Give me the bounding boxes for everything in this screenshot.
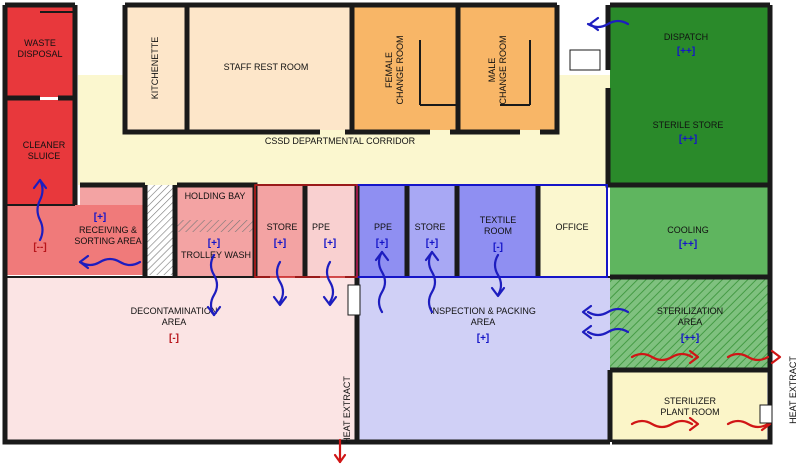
airflow-arrow-ppe-right bbox=[377, 250, 387, 314]
door-markers bbox=[347, 49, 773, 424]
label-store-left: STORE bbox=[267, 222, 298, 232]
airflow-arrow-ppe-left-head bbox=[322, 295, 338, 307]
heat-arrow-2 bbox=[726, 352, 770, 362]
airflow-arrowhead-store-left bbox=[272, 295, 288, 307]
label-heat-extract-left: HEAT EXTRACT bbox=[342, 376, 352, 444]
label-ppe-left: PPE bbox=[312, 222, 330, 232]
label-heat-extract-right: HEAT EXTRACT bbox=[788, 356, 798, 424]
airflow-arrowhead-dispatch bbox=[588, 16, 600, 32]
airflow-arrow-cleaner bbox=[36, 178, 44, 242]
hatch-block bbox=[145, 185, 175, 275]
airflow-arrowhead-steril-1 bbox=[581, 304, 593, 320]
label-holding-bay: HOLDING BAY bbox=[185, 191, 246, 201]
label-store-right: STORE bbox=[415, 222, 446, 232]
holding-hatch bbox=[177, 220, 255, 232]
pressure-cooling: [++] bbox=[679, 239, 697, 250]
heat-arrow-3 bbox=[630, 419, 694, 429]
ppe-right-zone bbox=[357, 185, 407, 277]
label-corridor: CSSD DEPARTMENTAL CORRIDOR bbox=[265, 136, 416, 146]
pressure-ppe-right: [+] bbox=[376, 238, 389, 249]
dispatch-sterile-zone bbox=[610, 5, 770, 185]
airflow-arrow-store-left bbox=[275, 260, 285, 304]
red-zone-outline bbox=[254, 184, 358, 278]
airflow-arrow-ppe-left bbox=[325, 260, 335, 304]
airflow-arrow-trolley bbox=[209, 253, 219, 317]
heat-arrowhead-2 bbox=[770, 349, 782, 365]
cooling-zone bbox=[610, 185, 770, 277]
textile-zone bbox=[458, 185, 538, 277]
heat-arrowhead-3 bbox=[688, 416, 700, 432]
label-receiving-sorting: RECEIVING &SORTING AREA bbox=[74, 225, 141, 246]
office-zone bbox=[538, 185, 608, 277]
cleaner-sluice-zone bbox=[5, 100, 75, 205]
pressure-ppe-left: [+] bbox=[324, 238, 337, 249]
airflow-arrowhead-trolley bbox=[206, 305, 222, 317]
pressure-store-left: [+] bbox=[274, 238, 287, 249]
airflow-arrowhead-receiving bbox=[78, 254, 90, 270]
airflow-arrows bbox=[32, 16, 782, 464]
label-ppe-right: PPE bbox=[374, 222, 392, 232]
waste-disposal-zone bbox=[5, 5, 75, 97]
label-kitchenette: KITCHENETTE bbox=[150, 37, 160, 100]
label-trolley-wash: TROLLEY WASH bbox=[181, 250, 251, 260]
airflow-arrowhead-textile bbox=[490, 286, 506, 298]
inspection-zone bbox=[357, 277, 610, 442]
label-dispatch: DISPATCH bbox=[664, 32, 708, 42]
pressure-sterile-store: [++] bbox=[679, 134, 697, 145]
label-staff-rest-room: STAFF REST ROOM bbox=[224, 62, 309, 72]
airflow-arrowhead-cleaner bbox=[32, 178, 48, 190]
pressure-inspection-packing: [+] bbox=[477, 333, 490, 344]
receiving-upper-zone bbox=[80, 185, 145, 205]
airflow-arrowhead-steril-2 bbox=[581, 324, 593, 340]
airflow-arrowhead-ppe-right bbox=[374, 250, 390, 262]
walls bbox=[2, 2, 773, 445]
pressure-sterilization: [++] bbox=[681, 333, 699, 344]
male-change-zone bbox=[460, 5, 555, 130]
airflow-arrow-steril-2 bbox=[586, 327, 630, 337]
heat-arrowhead-1 bbox=[688, 349, 700, 365]
airflow-arrow-steril-1 bbox=[586, 307, 630, 317]
airflow-arrowhead-store-right bbox=[424, 250, 440, 262]
heat-arrowhead-down bbox=[333, 453, 347, 464]
airflow-arrow-textile bbox=[493, 253, 503, 297]
kitchenette-zone bbox=[127, 5, 187, 130]
label-cooling: COOLING bbox=[667, 225, 709, 235]
airflow-arrow-receiving bbox=[78, 257, 142, 267]
pressure-textile-room: [-] bbox=[493, 242, 503, 253]
pressure-receiving: [+] bbox=[94, 212, 107, 223]
pressure-trolley-wash: [+] bbox=[208, 238, 221, 249]
label-male-change-room: MALECHANGE ROOM bbox=[487, 35, 508, 104]
female-change-zone bbox=[352, 5, 457, 130]
pressure-decontamination: [-] bbox=[169, 333, 179, 344]
staff-rest-zone bbox=[187, 5, 352, 130]
airflow-arrow-store-right bbox=[427, 250, 437, 314]
pressure-cleaner: [--] bbox=[33, 242, 46, 253]
pressure-store-right: [+] bbox=[426, 238, 439, 249]
heat-arrow-1 bbox=[630, 352, 694, 362]
label-female-change-room: FEMALECHANGE ROOM bbox=[384, 35, 405, 104]
decontamination-zone bbox=[5, 277, 357, 442]
pressure-dispatch: [++] bbox=[677, 46, 695, 57]
label-office: OFFICE bbox=[556, 222, 589, 232]
heat-arrow-4 bbox=[726, 419, 770, 429]
store-right-zone bbox=[407, 185, 457, 277]
label-sterile-store: STERILE STORE bbox=[653, 120, 724, 130]
